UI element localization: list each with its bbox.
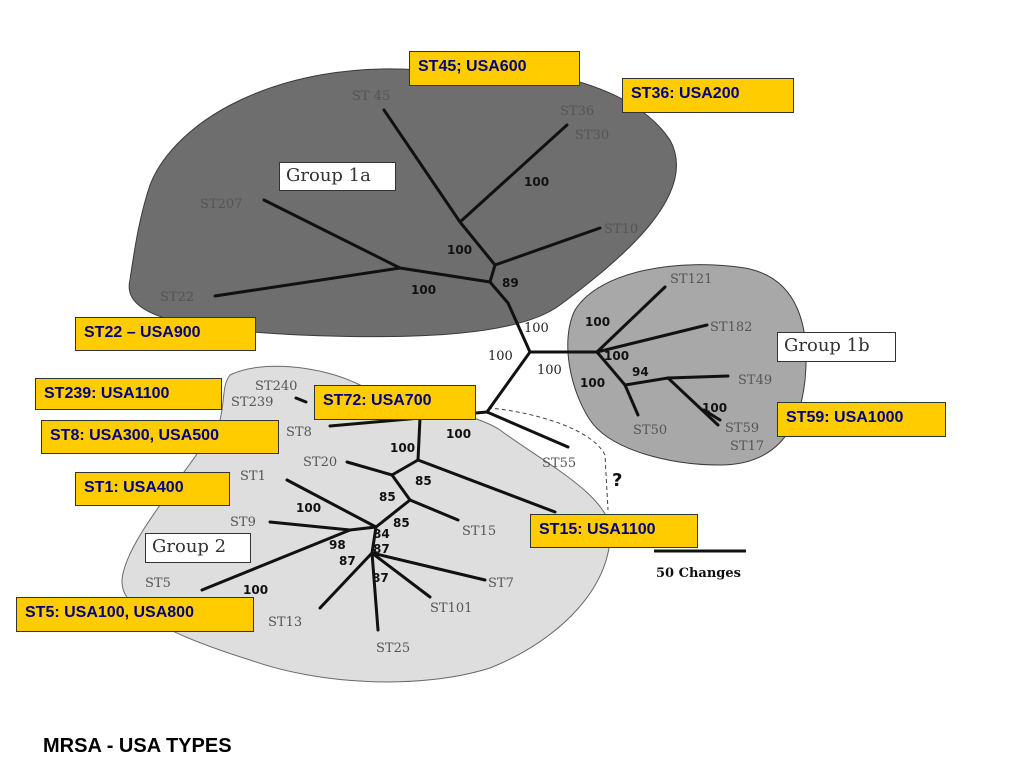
tree-branches — [200, 108, 730, 632]
callout-st36: ST36: USA200 — [622, 78, 794, 113]
callout-st1: ST1: USA400 — [75, 472, 230, 506]
bootstrap-value: 100 — [524, 175, 549, 189]
bootstrap-value: 100 — [447, 243, 472, 257]
bootstrap-value: 100 — [604, 349, 629, 363]
bootstrap-value: 100 — [702, 401, 727, 415]
bootstrap-value: 87 — [339, 554, 356, 568]
bootstrap-value: 98 — [329, 538, 346, 552]
tip-st13: ST13 — [268, 615, 302, 630]
group-1b-region — [567, 264, 807, 466]
bootstrap-value: 94 — [632, 365, 649, 379]
tip-st17: ST17 — [730, 439, 764, 454]
bootstrap-value: 100 — [390, 441, 415, 455]
question-mark: ? — [612, 470, 623, 491]
tip-st239: ST239 — [231, 395, 273, 410]
bootstrap-value: 89 — [502, 276, 519, 290]
tip-st15: ST15 — [462, 524, 496, 539]
bootstrap-value: 100 — [585, 315, 610, 329]
tip-st7: ST7 — [488, 576, 514, 591]
tip-st182: ST182 — [710, 320, 752, 335]
callout-st15: ST15: USA1100 — [530, 514, 698, 548]
group-2-label: Group 2 — [145, 533, 251, 563]
bootstrap-value: 85 — [415, 474, 432, 488]
group-1a-region — [128, 67, 677, 338]
tip-st25: ST25 — [376, 641, 410, 656]
tip-st45: ST 45 — [352, 89, 390, 104]
page-title: MRSA - USA TYPES — [43, 735, 232, 757]
tip-labels: ST 45 ST36 ST30 ST207 ST10 ST22 ST121 ST… — [145, 89, 772, 656]
callout-st22: ST22 – USA900 — [75, 317, 256, 351]
bootstrap-value: 100 — [524, 321, 549, 336]
group-2-dashed-extension — [487, 407, 609, 511]
bootstrap-value: 85 — [393, 516, 410, 530]
tip-st9: ST9 — [230, 515, 256, 530]
bootstrap-value: 100 — [243, 583, 268, 597]
callout-st72: ST72: USA700 — [314, 385, 476, 420]
bootstrap-value: 100 — [446, 427, 471, 441]
bootstrap-value: 100 — [580, 376, 605, 390]
bootstrap-value: 87 — [372, 571, 389, 585]
tip-st20: ST20 — [303, 455, 337, 470]
group-1b-label: Group 1b — [777, 332, 896, 362]
tip-st36: ST36 — [560, 104, 594, 119]
tip-st8: ST8 — [286, 425, 312, 440]
callout-st8: ST8: USA300, USA500 — [41, 420, 279, 454]
tip-st59: ST59 — [725, 421, 759, 436]
callout-st5: ST5: USA100, USA800 — [16, 597, 254, 632]
tip-st49: ST49 — [738, 373, 772, 388]
tip-st30: ST30 — [575, 128, 609, 143]
tip-st10: ST10 — [604, 222, 638, 237]
scale-bar-label: 50 Changes — [656, 566, 741, 581]
tip-st22: ST22 — [160, 290, 194, 305]
bootstrap-value: 100 — [537, 363, 562, 378]
bootstrap-value: 100 — [488, 349, 513, 364]
tip-st207: ST207 — [200, 197, 242, 212]
bootstrap-value: 84 — [373, 527, 390, 541]
tip-st55: ST55 — [542, 456, 576, 471]
bootstrap-value: 87 — [373, 542, 390, 556]
group-1a-label: Group 1a — [279, 162, 396, 191]
bootstrap-value: 85 — [379, 490, 396, 504]
callout-st45: ST45; USA600 — [409, 51, 580, 86]
bootstrap-labels: 100 100 89 100 100 100 100 100 100 100 9… — [243, 175, 727, 597]
tip-st121: ST121 — [670, 272, 712, 287]
tip-st240: ST240 — [255, 379, 297, 394]
tip-st101: ST101 — [430, 601, 472, 616]
tip-st50: ST50 — [633, 423, 667, 438]
tip-st1: ST1 — [240, 469, 266, 484]
bootstrap-value: 100 — [411, 283, 436, 297]
callout-st239: ST239: USA1100 — [35, 378, 222, 410]
callout-st59: ST59: USA1000 — [777, 402, 946, 437]
tip-st5: ST5 — [145, 576, 171, 591]
bootstrap-value: 100 — [296, 501, 321, 515]
